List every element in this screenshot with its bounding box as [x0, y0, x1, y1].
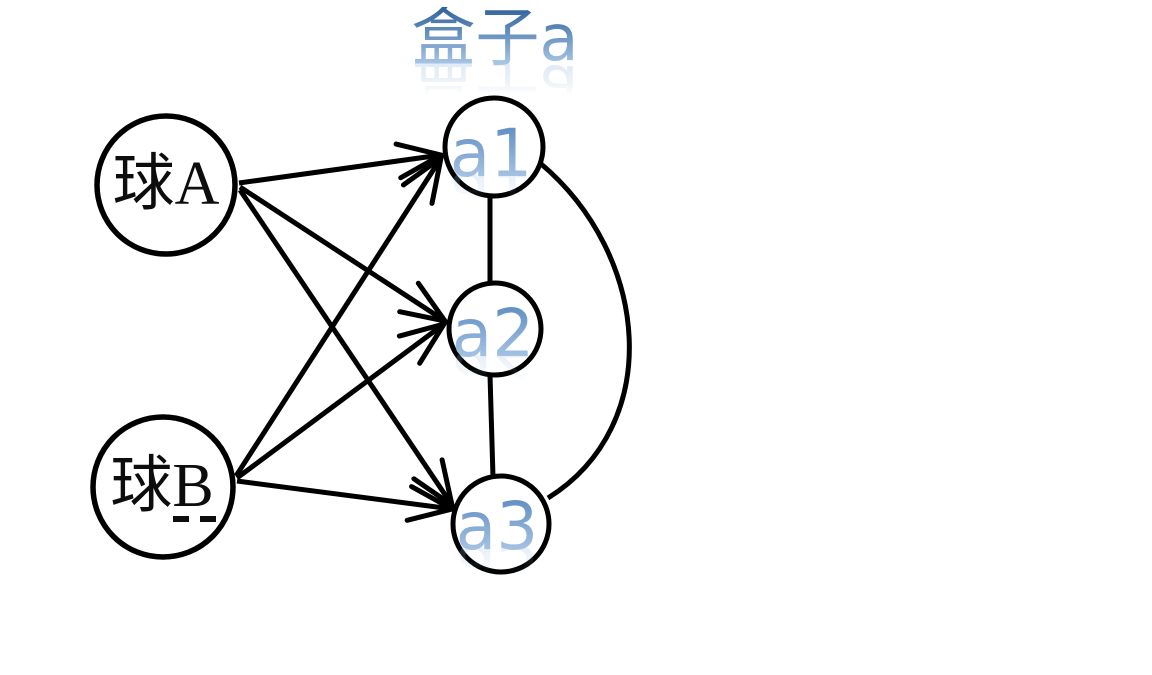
node-a1-circle	[442, 95, 546, 199]
diagram-title-reflection: 盒子a	[330, 50, 660, 124]
diagram-title: 盒子a 盒子a	[330, 7, 660, 124]
node-ballA-label: 球A	[112, 150, 220, 218]
node-a2-circle	[446, 280, 544, 378]
node-a3-label-text: a3	[447, 494, 547, 560]
node-a1-label-reflection: a1	[441, 156, 541, 233]
ballB-dashed-underline	[173, 516, 216, 522]
edge-a2-a3	[487, 374, 496, 478]
edge-ballA-a2	[238, 184, 445, 321]
edge-ballA-a1	[238, 155, 441, 186]
edge-ballA-a3	[237, 188, 452, 505]
diagram-title-text: 盒子a	[330, 7, 660, 71]
node-a3-circle	[450, 473, 552, 575]
edge-ballB-a2	[235, 324, 444, 481]
edge-a1-a3-curve	[538, 161, 632, 501]
node-a1-label: a1 a1	[441, 121, 541, 234]
node-ballB-label: 球B	[110, 452, 214, 520]
edge-ballB-a3	[236, 478, 452, 509]
node-a2-label: a2 a2	[443, 301, 543, 414]
node-a3-label-reflection: a3	[447, 529, 547, 606]
node-a2-label-reflection: a2	[443, 336, 543, 413]
node-ballA-circle	[94, 113, 238, 257]
node-a2-label-text: a2	[443, 301, 543, 367]
node-a3-label: a3 a3	[447, 494, 547, 607]
node-a1-label-text: a1	[441, 121, 541, 187]
edge-ballB-a1	[233, 158, 441, 478]
node-ballB-circle	[90, 414, 236, 560]
